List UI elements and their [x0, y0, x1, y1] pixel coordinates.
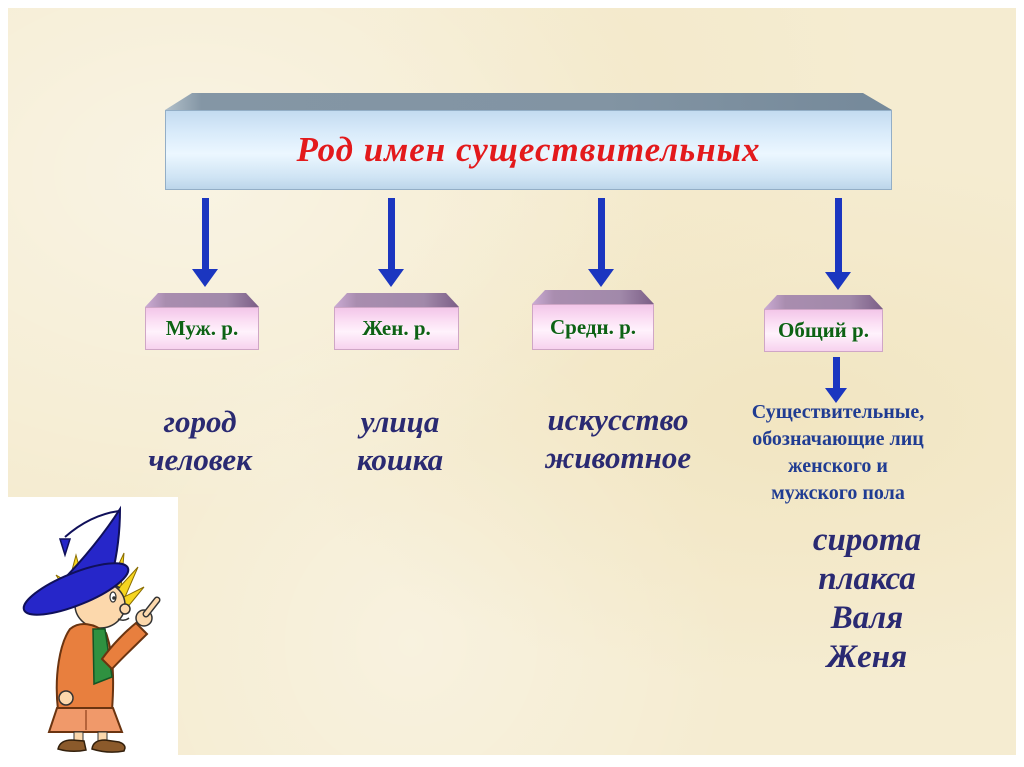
arrow-head	[588, 269, 614, 287]
category-box-neuter: Средн. р.	[532, 290, 654, 350]
category-box-feminine: Жен. р.	[334, 293, 459, 350]
example-word: плакса	[818, 561, 916, 597]
category-label-neuter: Средн. р.	[549, 314, 637, 339]
category-box-top-bevel	[764, 295, 883, 309]
arrow-shaft	[597, 198, 605, 269]
category-box-face: Жен. р.	[334, 307, 459, 350]
arrow-head	[825, 388, 847, 403]
category-label-common: Общий р.	[778, 318, 869, 342]
illustration-frame	[8, 497, 178, 759]
note-line: Существительные,	[751, 401, 925, 423]
category-label-masculine: Муж. р.	[165, 316, 239, 340]
down-arrow-icon	[376, 198, 406, 287]
examples-masculine: город человек	[110, 403, 290, 479]
example-word: сирота	[812, 522, 922, 558]
example-word: Женя	[826, 639, 908, 675]
slide-title: Род имен существительных	[296, 130, 761, 169]
example-word: искусство	[547, 402, 689, 437]
category-box-top-bevel	[334, 293, 459, 307]
down-arrow-icon	[822, 357, 850, 403]
arrow-shaft	[387, 198, 395, 269]
note-line: женского и	[788, 455, 888, 477]
examples-common: сирота плакса Валя Женя	[768, 521, 966, 677]
common-gender-note: Существительные, обозначающие лиц женско…	[727, 399, 949, 507]
category-box-top-bevel	[145, 293, 259, 307]
title-slab: Род имен существительных	[165, 93, 892, 190]
example-word: город	[163, 404, 237, 439]
title-slab-top-bevel	[165, 93, 892, 110]
category-box-face: Муж. р.	[145, 307, 259, 350]
example-word: улица	[360, 404, 440, 439]
down-arrow-icon	[823, 198, 853, 290]
category-box-face: Средн. р.	[532, 304, 654, 350]
example-word: кошка	[356, 442, 444, 477]
arrow-head	[192, 269, 218, 287]
down-arrow-icon	[586, 198, 616, 287]
note-line: обозначающие лиц	[752, 428, 924, 450]
category-box-masculine: Муж. р.	[145, 293, 259, 350]
title-slab-face: Род имен существительных	[165, 110, 892, 190]
examples-feminine: улица кошка	[315, 403, 485, 479]
example-word: Валя	[830, 600, 904, 636]
example-word: животное	[544, 440, 692, 475]
category-box-common: Общий р.	[764, 295, 883, 352]
category-label-feminine: Жен. р.	[362, 316, 431, 340]
examples-neuter: искусство животное	[518, 401, 718, 477]
category-box-top-bevel	[532, 290, 654, 304]
example-word: человек	[148, 442, 252, 477]
pointing-boy-in-wizard-hat-illustration	[22, 505, 161, 753]
arrow-shaft	[834, 198, 842, 272]
down-arrow-icon	[190, 198, 220, 287]
category-box-face: Общий р.	[764, 309, 883, 352]
arrow-head	[378, 269, 404, 287]
arrow-shaft	[201, 198, 209, 269]
note-line: мужского пола	[771, 482, 905, 504]
arrow-head	[825, 272, 851, 290]
arrow-shaft	[832, 357, 840, 388]
